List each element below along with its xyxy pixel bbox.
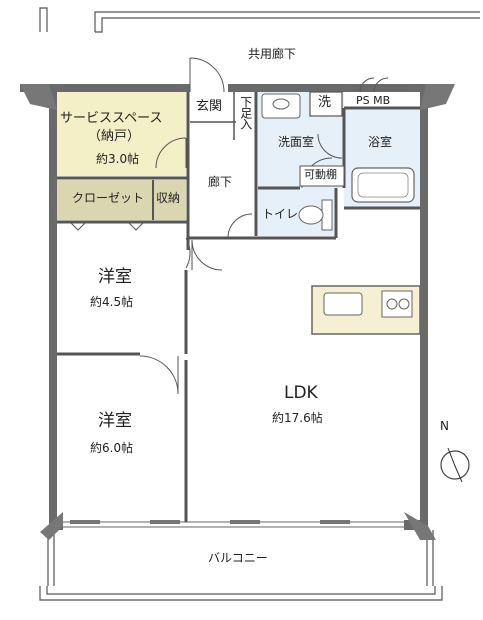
window-left [50, 130, 56, 176]
wall-right [420, 84, 428, 526]
sash-block-2 [150, 520, 180, 524]
pillar-top-left [20, 84, 57, 110]
ldk-door-arc [191, 239, 223, 271]
storage-label: 収納 [156, 191, 181, 205]
adjustable-shelf-label: 可動棚 [304, 168, 337, 181]
wall-top-left [20, 84, 190, 92]
sash-block-3 [230, 520, 260, 524]
western-room-a-size: 約4.5帖 [90, 295, 134, 309]
entrance-label: 玄関 [196, 99, 223, 114]
service-door-arc [155, 137, 187, 169]
compass-ring [440, 450, 470, 480]
service-space-name: サービススペース [60, 111, 163, 126]
shoe-box-label: 下足入 [238, 96, 253, 129]
western-room-b-label: 洋室 [98, 411, 132, 431]
burner-right [398, 298, 410, 310]
bottom-frame [39, 586, 443, 601]
wash-door-arc [317, 133, 343, 159]
closet-fill [57, 180, 153, 220]
western-room-a-label: 洋室 [98, 267, 132, 287]
toilet-bowl [298, 205, 324, 225]
western-room-b-size: 約6.0帖 [90, 441, 134, 455]
washroom-label: 洗面室 [278, 135, 315, 149]
wall-top-right [228, 84, 426, 92]
bathtub [351, 167, 415, 203]
balcony-label: バルコニー [208, 551, 268, 565]
laundry-box [309, 91, 343, 117]
pillar-bottom-left [40, 512, 63, 540]
ps-mb-fill [350, 92, 406, 110]
top-frame-left [39, 7, 48, 32]
bathtub-inner [357, 172, 409, 198]
storage-fill [153, 180, 186, 220]
pillar-bottom-right [404, 512, 436, 540]
hallway-label: 廊下 [208, 175, 233, 189]
shelf-box [299, 165, 345, 187]
entrance-door-arc [189, 57, 225, 93]
sash-block-1 [70, 520, 100, 524]
window-top-bath [348, 85, 412, 91]
compass-needle-tail [447, 447, 463, 483]
toilet-label: トイレ [262, 207, 299, 221]
room-b-door-arc [139, 355, 179, 395]
service-space-size: 約3.0帖 [96, 152, 140, 166]
common-corridor-label: 共用廊下 [248, 47, 297, 61]
north-label: N [440, 419, 449, 433]
balcony-rail-left [47, 530, 55, 586]
window-top-service [63, 85, 180, 91]
wash-basin-bowl [272, 98, 290, 110]
top-frame-right [94, 11, 480, 33]
room-a-door-arc [185, 237, 191, 269]
ldk-size: 約17.6帖 [272, 411, 323, 425]
service-space-fill [57, 92, 186, 176]
ps-door-left [359, 77, 389, 93]
balcony-rail-right [426, 530, 434, 586]
kitchen-sink [323, 292, 363, 316]
wall-left [49, 84, 57, 526]
wash-basin [261, 93, 301, 119]
closet-door-marks [69, 221, 145, 231]
laundry-label: 洗 [318, 95, 332, 110]
service-space-subname: （納戸） [88, 129, 141, 144]
pillar-top-right [420, 84, 455, 110]
ps-mb-label: PS MB [356, 94, 391, 107]
closet-label: クローゼット [72, 191, 145, 205]
burner-left [386, 298, 398, 310]
sash-block-4 [320, 520, 350, 524]
hall-door-arc [227, 213, 253, 239]
bath-label: 浴室 [368, 135, 393, 149]
ldk-label: LDK [284, 383, 318, 403]
